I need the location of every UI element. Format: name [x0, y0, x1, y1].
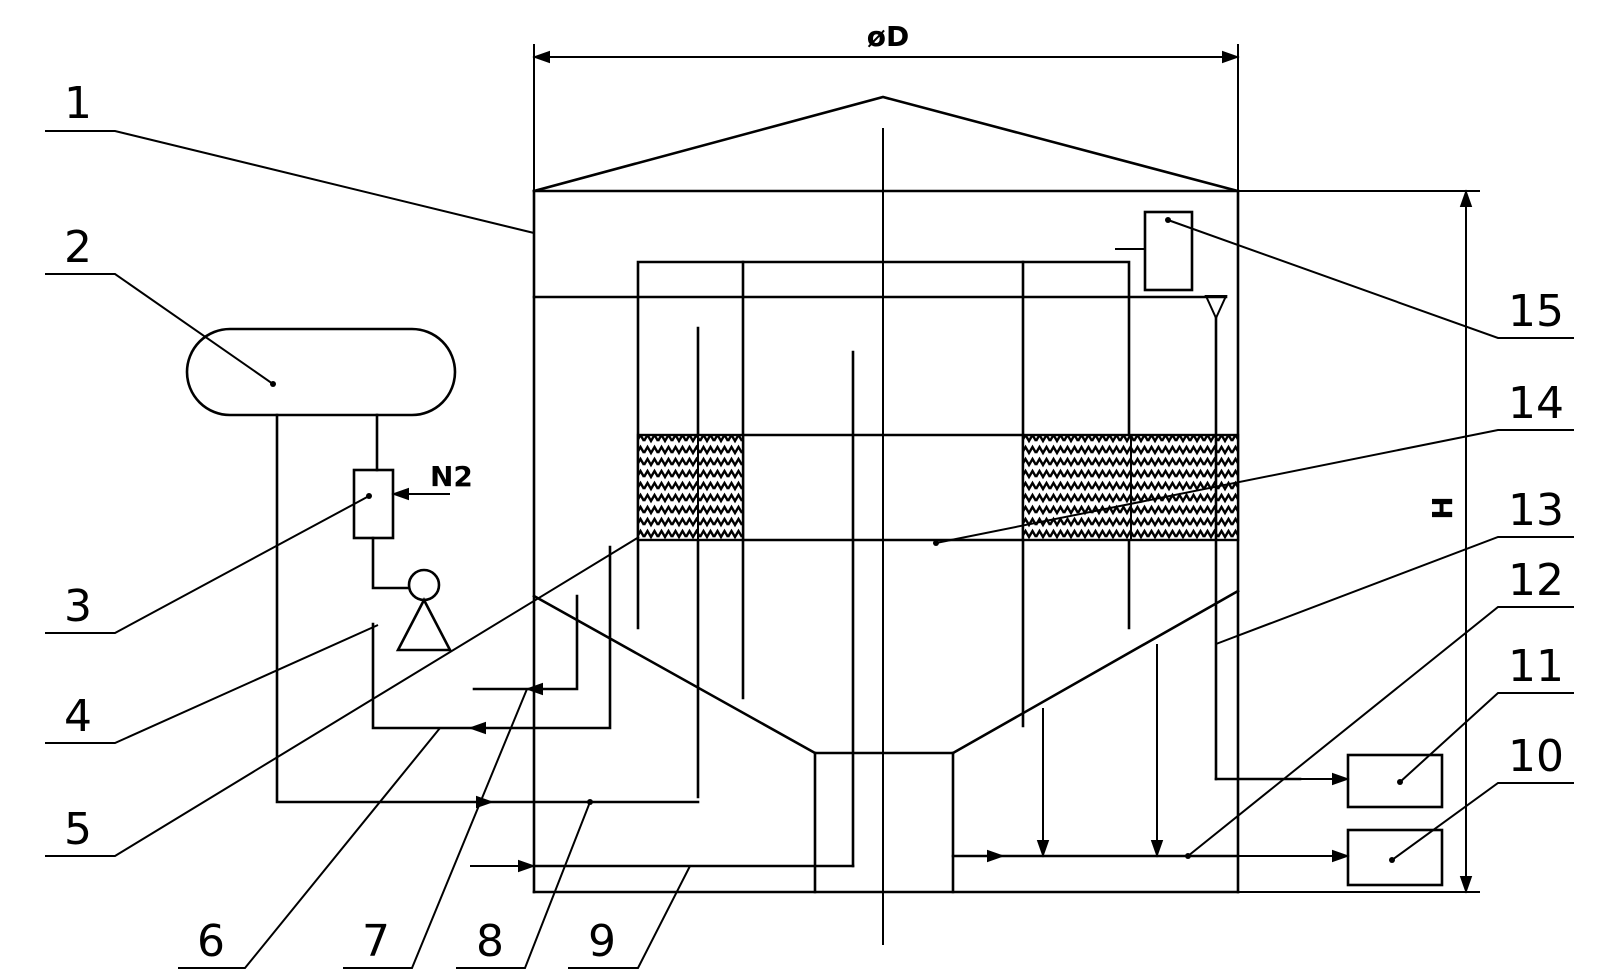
box-11 — [1346, 753, 1444, 809]
callout-3: 3 — [64, 581, 92, 632]
mixer-and-pump: N2 — [352, 413, 473, 652]
callout-2: 2 — [64, 222, 92, 273]
callout-10: 10 — [1508, 731, 1564, 782]
box-10 — [1346, 828, 1444, 887]
sensor-box — [1143, 210, 1194, 292]
feed-lines — [275, 413, 855, 873]
callout-4: 4 — [64, 691, 92, 742]
leader-dots — [270, 217, 1403, 863]
diameter-dimension: øD — [532, 20, 1240, 195]
callout-12: 12 — [1508, 555, 1564, 606]
callout-15: 15 — [1508, 286, 1564, 337]
callout-numbers: 1 2 3 4 5 6 7 8 9 10 11 12 13 14 15 — [64, 78, 1564, 967]
callout-5: 5 — [64, 804, 92, 855]
overflow-line — [1115, 248, 1350, 786]
callout-6: 6 — [197, 916, 225, 967]
callout-1: 1 — [64, 78, 92, 129]
pump-circle — [407, 568, 441, 602]
callout-11: 11 — [1508, 641, 1564, 692]
packing-layer — [636, 433, 1240, 542]
callout-14: 14 — [1508, 378, 1564, 429]
pump-triangle — [395, 597, 453, 652]
callout-7: 7 — [362, 916, 390, 967]
leaders — [45, 130, 1574, 969]
collector-downflow — [1036, 644, 1164, 858]
callout-13: 13 — [1508, 485, 1564, 536]
gas-label: N2 — [430, 460, 473, 493]
height-dimension: H — [1238, 189, 1480, 894]
callout-9: 9 — [588, 916, 616, 967]
height-label: H — [1426, 496, 1459, 519]
mixer-box — [352, 468, 395, 540]
conical-bottom — [532, 589, 1240, 894]
callout-8: 8 — [476, 916, 504, 967]
diameter-label: øD — [867, 20, 909, 53]
reactor-vessel — [532, 95, 1240, 945]
storage-tank — [185, 327, 457, 417]
